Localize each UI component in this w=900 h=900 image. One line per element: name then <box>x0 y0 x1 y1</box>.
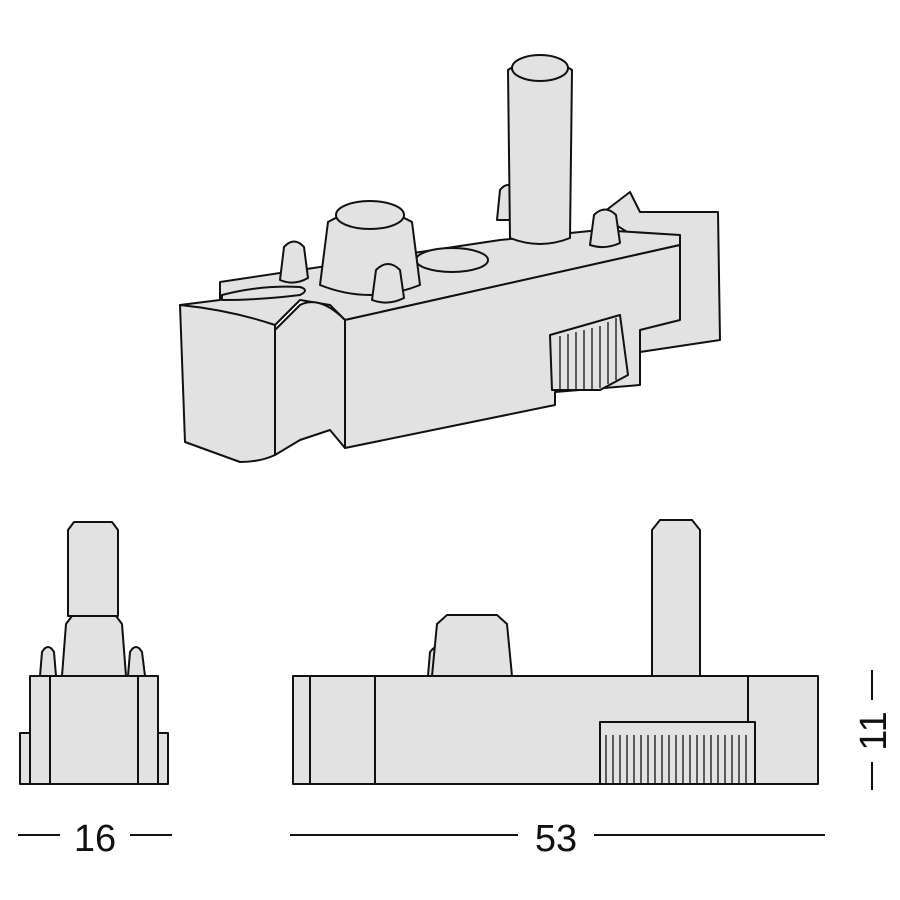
isometric-view <box>179 54 721 463</box>
dimension-length-label: 53 <box>535 818 577 860</box>
side-body <box>29 675 159 785</box>
hole <box>415 247 489 273</box>
side-pin <box>67 521 119 617</box>
top-surface <box>179 229 681 326</box>
front-cap <box>431 614 513 677</box>
side-peg-left <box>39 646 57 677</box>
slot <box>221 285 306 301</box>
pin <box>507 58 573 245</box>
dimension-height: 11 <box>853 670 895 790</box>
left-block-notch <box>274 301 346 456</box>
left-block-front <box>179 304 276 463</box>
side-view <box>19 521 169 785</box>
dimension-length: 53 <box>290 818 825 860</box>
peg-1 <box>279 240 309 284</box>
pin-top <box>511 54 569 82</box>
front-knurl-lines <box>605 735 747 784</box>
front-pin <box>651 519 701 677</box>
knurl-lines <box>559 318 617 390</box>
main-body-front <box>344 244 681 449</box>
side-peg-right <box>127 646 146 677</box>
peg-3 <box>589 208 621 249</box>
dimension-width-label: 16 <box>74 818 116 860</box>
dimension-width: 16 <box>18 818 172 860</box>
cap-top <box>335 200 405 230</box>
side-cap <box>61 615 127 677</box>
dimension-height-label: 11 <box>853 711 895 750</box>
front-knurled-wheel <box>599 721 756 785</box>
front-view <box>292 519 819 785</box>
peg-2 <box>371 263 405 304</box>
